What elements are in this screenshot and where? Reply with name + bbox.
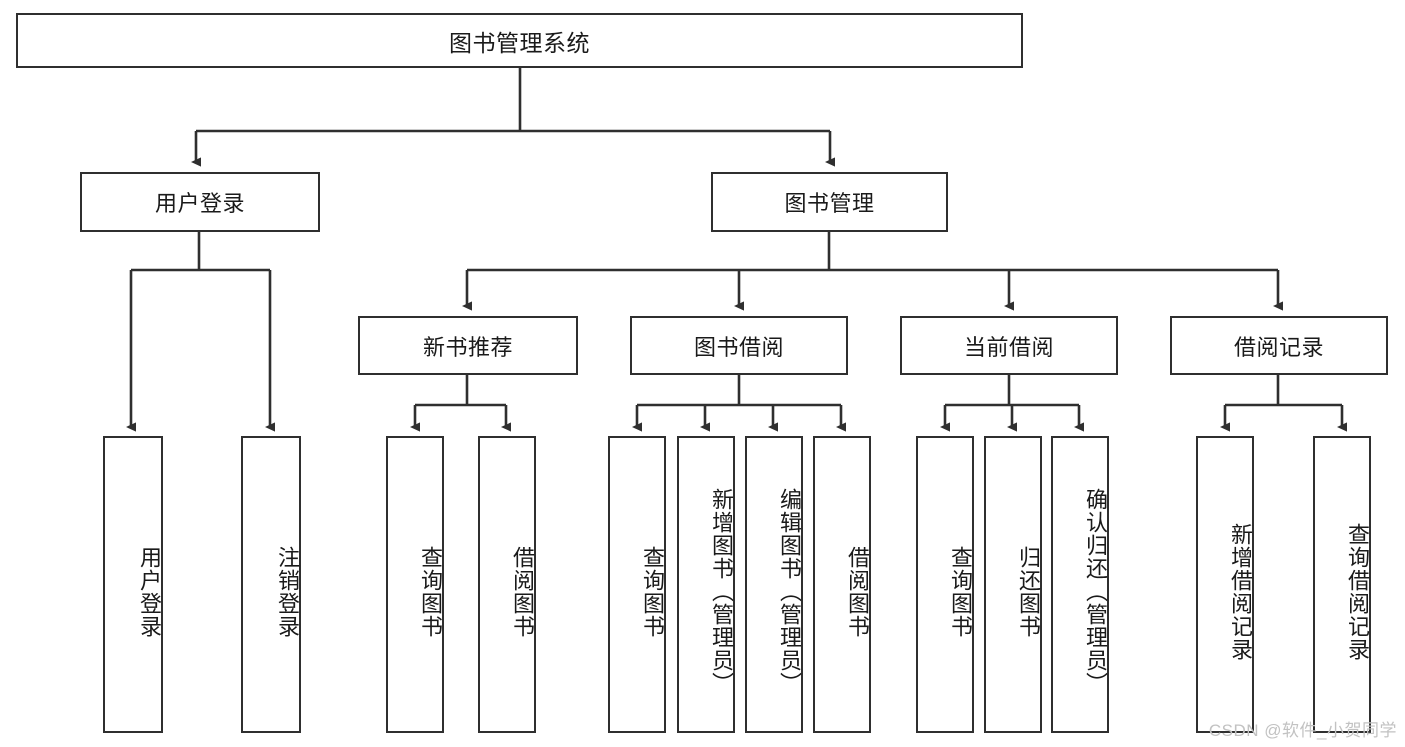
node-user-login[interactable]: 用户登录: [80, 172, 320, 232]
node-leaf-user-login[interactable]: 用户登录: [103, 436, 163, 733]
node-borrow-record-label: 借阅记录: [1233, 334, 1324, 360]
node-leaf-add-book[interactable]: 新增图书（管理员）: [677, 436, 735, 733]
node-leaf-return-book[interactable]: 归还图书: [984, 436, 1042, 733]
node-leaf-add-book-label: 新增图书（管理员）: [709, 488, 734, 695]
node-leaf-query-book-3-label: 查询图书: [948, 545, 973, 638]
node-current-borrow[interactable]: 当前借阅: [900, 316, 1118, 375]
node-leaf-confirm-return-label: 确认归还（管理员）: [1083, 488, 1108, 695]
node-current-borrow-label: 当前借阅: [963, 334, 1054, 360]
node-leaf-edit-book[interactable]: 编辑图书（管理员）: [745, 436, 803, 733]
node-root[interactable]: 图书管理系统: [16, 13, 1023, 68]
node-borrow-record[interactable]: 借阅记录: [1170, 316, 1388, 375]
node-new-book-recommend-label: 新书推荐: [422, 334, 513, 360]
node-leaf-query-book-1-label: 查询图书: [418, 545, 443, 638]
node-leaf-query-book-2-label: 查询图书: [640, 545, 665, 638]
node-book-management[interactable]: 图书管理: [711, 172, 948, 232]
node-new-book-recommend[interactable]: 新书推荐: [358, 316, 578, 375]
node-leaf-add-record-label: 新增借阅记录: [1228, 522, 1253, 661]
node-leaf-borrow-book-1-label: 借阅图书: [510, 545, 535, 638]
node-leaf-add-record[interactable]: 新增借阅记录: [1196, 436, 1254, 733]
node-root-label: 图书管理系统: [449, 29, 590, 56]
node-leaf-return-book-label: 归还图书: [1016, 545, 1041, 638]
node-leaf-borrow-book-2[interactable]: 借阅图书: [813, 436, 871, 733]
node-book-management-label: 图书管理: [784, 191, 875, 216]
node-leaf-user-logout[interactable]: 注销登录: [241, 436, 301, 733]
node-leaf-query-book-2[interactable]: 查询图书: [608, 436, 666, 733]
node-book-borrow[interactable]: 图书借阅: [630, 316, 848, 375]
node-leaf-query-book-3[interactable]: 查询图书: [916, 436, 974, 733]
node-book-borrow-label: 图书借阅: [693, 334, 784, 360]
watermark-text: CSDN @软件_小贺同学: [1208, 721, 1397, 740]
node-leaf-user-logout-label: 注销登录: [275, 545, 300, 638]
node-leaf-user-login-label: 用户登录: [137, 545, 162, 638]
node-leaf-edit-book-label: 编辑图书（管理员）: [777, 488, 802, 695]
node-leaf-confirm-return[interactable]: 确认归还（管理员）: [1051, 436, 1109, 733]
node-leaf-query-record-label: 查询借阅记录: [1345, 522, 1370, 661]
node-leaf-query-record[interactable]: 查询借阅记录: [1313, 436, 1371, 733]
node-leaf-query-book-1[interactable]: 查询图书: [386, 436, 444, 733]
node-leaf-borrow-book-2-label: 借阅图书: [845, 545, 870, 638]
node-leaf-borrow-book-1[interactable]: 借阅图书: [478, 436, 536, 733]
node-user-login-label: 用户登录: [154, 191, 245, 216]
